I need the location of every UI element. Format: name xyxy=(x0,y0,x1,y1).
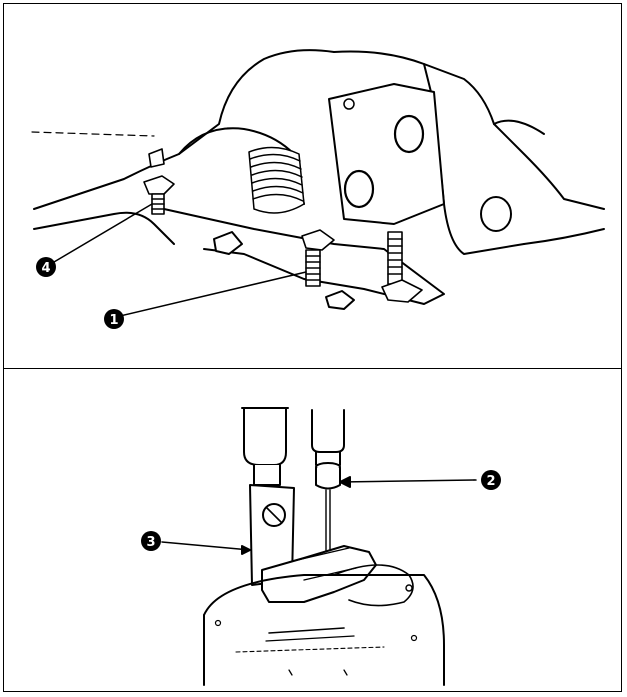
bottom-panel: 2 3 xyxy=(4,370,621,693)
presser-foot-illustration: 2 3 xyxy=(141,407,501,686)
adjusting-plate xyxy=(328,83,445,225)
screw-4 xyxy=(143,148,175,215)
panel-divider xyxy=(4,368,621,369)
callout-2: 2 xyxy=(481,470,501,490)
callout-4: 4 xyxy=(36,257,56,277)
leader-3 xyxy=(161,541,251,551)
svg-text:4: 4 xyxy=(41,261,50,276)
right-boss xyxy=(480,196,512,232)
screw-1 xyxy=(301,229,335,287)
spring xyxy=(248,146,305,214)
leader-1 xyxy=(119,271,307,317)
reference-line xyxy=(31,131,155,137)
needle-bar xyxy=(311,409,345,453)
top-panel: 4 1 xyxy=(4,4,621,368)
svg-text:2: 2 xyxy=(486,474,495,489)
svg-text:3: 3 xyxy=(146,535,155,550)
presser-bar xyxy=(243,407,287,466)
casting-body xyxy=(178,127,305,205)
svg-text:1: 1 xyxy=(109,313,118,328)
mechanism-illustration: 4 1 xyxy=(31,49,605,329)
needle-plate xyxy=(203,574,445,686)
callout-1: 1 xyxy=(104,309,124,329)
nut-left xyxy=(213,231,243,255)
leader-4 xyxy=(53,203,153,263)
figure-frame: 4 1 xyxy=(3,3,622,692)
screw-right xyxy=(381,231,423,303)
callout-3: 3 xyxy=(141,531,161,551)
nut-center xyxy=(325,290,355,310)
leader-2 xyxy=(339,479,475,483)
